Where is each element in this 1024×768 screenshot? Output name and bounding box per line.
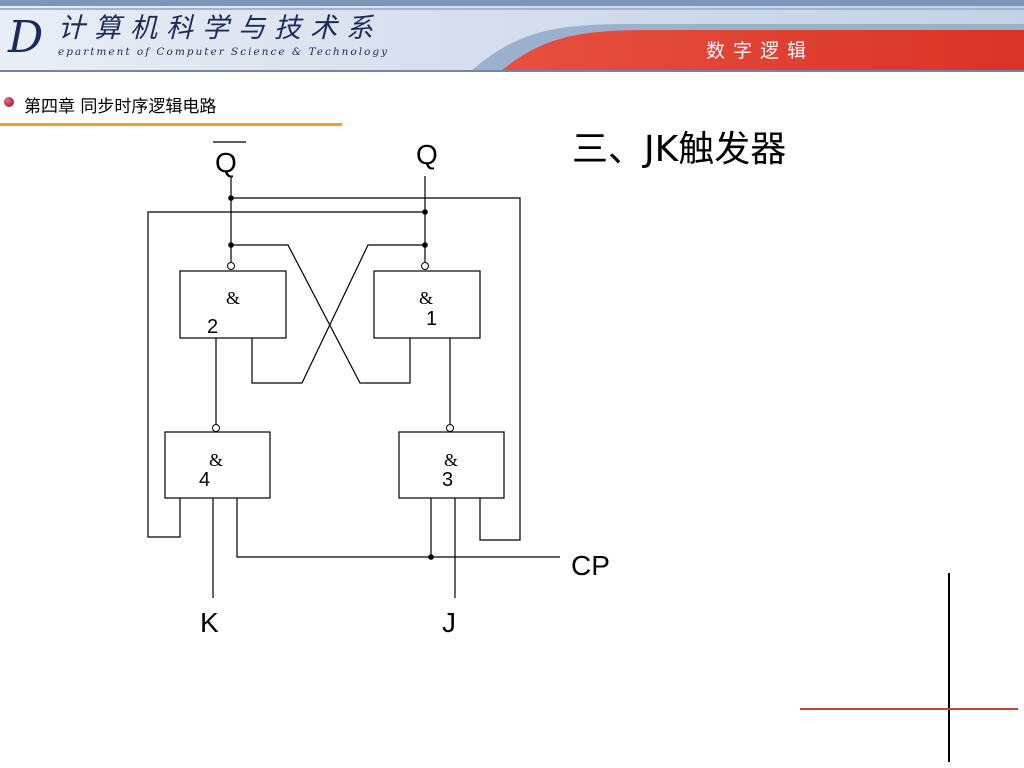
input-j: J — [442, 607, 456, 638]
output-q: Q — [416, 139, 438, 170]
nand-gate-4 — [164, 431, 271, 499]
header-background — [0, 0, 1024, 72]
department-name-en: epartment of Computer Science & Technolo… — [58, 46, 390, 58]
input-k: K — [200, 607, 219, 638]
gate-1-number: 1 — [426, 308, 437, 330]
input-cp: CP — [571, 550, 610, 581]
gate-3-number: 3 — [442, 469, 453, 491]
gate-3-symbol: & — [444, 450, 458, 470]
nand-gate-3 — [398, 431, 505, 499]
gate-1-symbol: & — [419, 288, 433, 308]
nand-gate-1 — [373, 270, 481, 339]
header-banner: D 计算机科学与技术系 epartment of Computer Scienc… — [0, 0, 1024, 72]
inverter-bubbles — [212, 262, 454, 432]
circuit-wires — [147, 176, 560, 598]
gate-2-symbol: & — [226, 288, 240, 308]
chapter-underline — [0, 123, 342, 126]
logo-letter: D — [8, 12, 44, 63]
course-title: 数字逻辑 — [706, 40, 815, 62]
section-title: 三、JK触发器 — [572, 129, 787, 170]
junction-dots — [228, 195, 434, 560]
nand-gate-2 — [179, 270, 287, 339]
department-name-cn: 计算机科学与技术系 — [58, 13, 382, 44]
gate-4-number: 4 — [199, 469, 210, 491]
gate-4-symbol: & — [209, 450, 223, 470]
chapter-title: 第四章 同步时序逻辑电路 — [24, 97, 217, 117]
output-q-bar: Q — [215, 147, 237, 178]
gate-2-number: 2 — [207, 316, 218, 338]
bullet-icon — [4, 97, 14, 107]
